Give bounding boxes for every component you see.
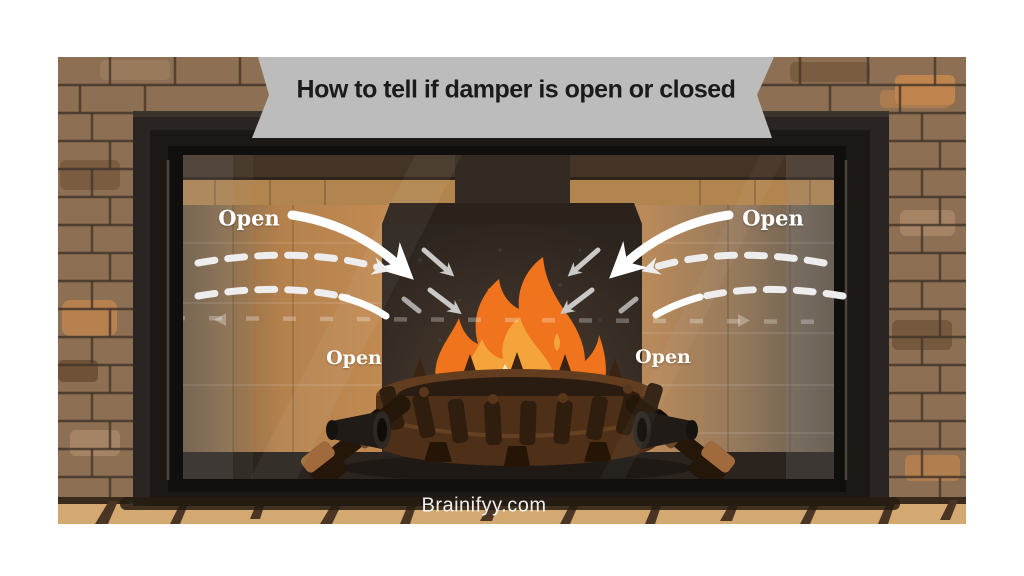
wood-panel-seams-horizontal bbox=[183, 242, 834, 434]
grate-post-knobs bbox=[419, 384, 633, 404]
firebox-interior bbox=[183, 155, 834, 479]
airflow-arrows bbox=[194, 210, 847, 320]
airflow-arrow-left-dashed-2-tail bbox=[338, 293, 390, 320]
side-knob-left bbox=[326, 411, 391, 449]
frame-floor-shadow bbox=[120, 497, 900, 510]
watermark: Brainifyy.com bbox=[421, 494, 547, 517]
open-label-bottom-left: Open bbox=[326, 347, 382, 369]
grate-feet bbox=[424, 442, 612, 466]
airflow-arrow-left-dashed-1 bbox=[194, 251, 391, 275]
airflow-arrow-right-dashed-2-tail bbox=[652, 293, 704, 319]
log-grate bbox=[300, 352, 736, 479]
airflow-arrow-right-dashed-1 bbox=[641, 251, 828, 275]
open-label-top-left: Open bbox=[218, 205, 280, 231]
open-label-top-right: Open bbox=[742, 205, 804, 231]
flame-droplet-1 bbox=[485, 288, 493, 309]
open-label-bottom-right: Open bbox=[635, 346, 691, 368]
flame-droplet-2 bbox=[476, 317, 482, 332]
airflow-arrow-right-dashed-2 bbox=[692, 285, 847, 302]
airflow-arrow-right-solid bbox=[609, 210, 734, 279]
converging-small-arrows bbox=[401, 247, 639, 315]
airflow-arrow-left-dashed-2 bbox=[194, 285, 352, 302]
brick-joint-lines bbox=[78, 57, 942, 497]
damper-throat-column bbox=[455, 155, 570, 205]
flame-droplet-3 bbox=[554, 333, 560, 351]
damper-hood-cap bbox=[382, 203, 642, 224]
side-knob-right bbox=[633, 411, 698, 449]
wood-panel-seams-vertical bbox=[232, 205, 791, 452]
ember-speckles bbox=[408, 248, 622, 342]
glass-reflections bbox=[183, 155, 834, 479]
reflection-dashed-row bbox=[183, 313, 834, 327]
title-banner-ribbon bbox=[252, 57, 774, 138]
firebrick-joints bbox=[214, 180, 811, 205]
airflow-arrow-left-solid bbox=[287, 210, 414, 280]
page-title: How to tell if damper is open or closed bbox=[296, 75, 736, 104]
grate-back-spikes bbox=[413, 352, 622, 378]
